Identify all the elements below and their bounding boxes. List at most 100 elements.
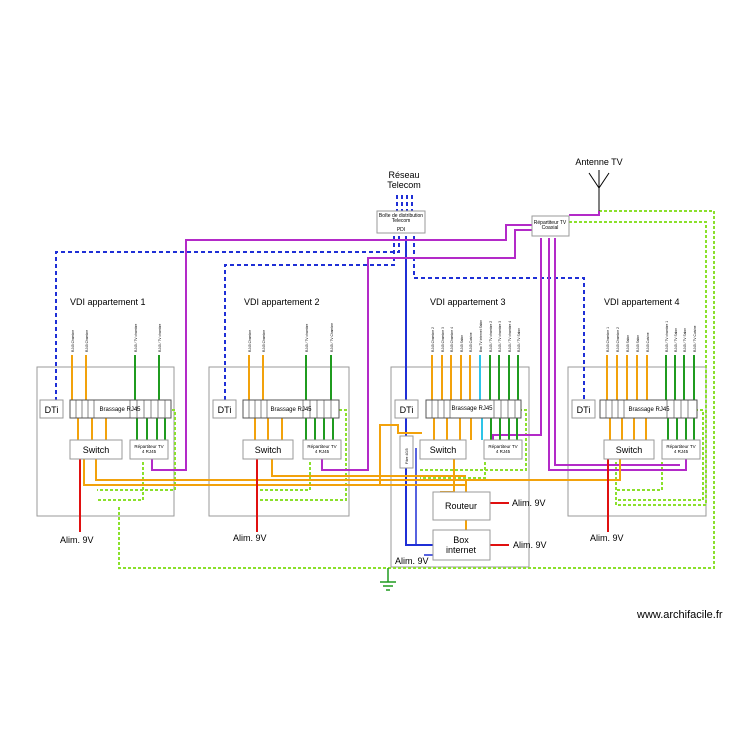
apt1-outlet-labels: RJ45 Chambre RJ45 Chambre RJ45 / TV cham… — [71, 323, 162, 352]
outlet-label: RJ45 / TV chambre — [134, 323, 138, 352]
apt4-tv-line2: 4 RJ45 — [674, 449, 689, 454]
apt1-switch-label: Switch — [83, 445, 110, 455]
apt2-title: VDI appartement 2 — [244, 297, 320, 307]
outlet-label: RJ45 Chambre — [262, 330, 266, 352]
outlet-label: RJ45 / TV chambre 2 — [489, 321, 493, 352]
internet-box — [432, 529, 491, 561]
apt4-tv-splitter — [661, 439, 701, 460]
outlet-label: Box TV internet Salon — [479, 320, 483, 352]
telecom-line-apt3 — [405, 236, 434, 546]
apt4-outlet-labels: RJ45 Chambre 1 RJ45 Chambre 2 RJ45 Salon… — [606, 321, 697, 352]
outlet-label: RJ45 Salon — [636, 335, 640, 352]
apt2-tv-line1: Répartiteur TV — [307, 444, 336, 449]
apt2-switch — [242, 439, 294, 460]
distribution-box-tag: PDI — [397, 227, 405, 233]
apt4-dti — [571, 399, 596, 419]
outlet-label: RJ45 / TV Chambre — [330, 323, 334, 352]
apt4-patch-label: Brassage RJ45 — [628, 407, 670, 413]
apt4-switch-label: Switch — [616, 445, 643, 455]
apt2-dti — [212, 399, 237, 419]
apt2-tv-line2: 4 RJ45 — [315, 449, 330, 454]
ethernet-wiring — [71, 355, 648, 530]
outlet-label: RJ45 / TV Salon — [683, 328, 687, 352]
apt1-switch — [69, 439, 123, 460]
outlet-label: RJ45 Cuisine — [646, 332, 650, 352]
outlet-label: RJ45 Chambre 1 — [606, 327, 610, 352]
apt4-tv-line1: Répartiteur TV — [666, 444, 695, 449]
outlet-label: RJ45 Chambre — [71, 330, 75, 352]
outlet-label: RJ45 / TV chambre — [305, 323, 309, 352]
apt4-switch — [603, 439, 655, 460]
router-alim: Alim. 9V — [512, 498, 546, 508]
apt1-alim: Alim. 9V — [60, 535, 94, 545]
tv-rj45-wiring — [134, 355, 695, 440]
apt1-dti — [39, 399, 64, 419]
outlet-label: RJ45 Salon — [460, 335, 464, 352]
outlet-label: RJ45 / TV Cuisine — [693, 325, 697, 352]
outlet-label: RJ45 / TV chambre — [158, 323, 162, 352]
apt3-fibre-box — [399, 435, 414, 469]
network-title-line1: Réseau — [388, 170, 419, 180]
coax-splitter-line1: Répartiteur TV — [534, 220, 567, 226]
earth-icon — [380, 568, 396, 591]
outlet-label: RJ45 Chambre — [248, 330, 252, 352]
antenna-label: Antenne TV — [575, 157, 622, 167]
apt3-outlet-labels: RJ45 Chambre 2 RJ45 Chambre 3 RJ45 Chamb… — [431, 320, 521, 352]
outlet-label: RJ45 Salon — [626, 335, 630, 352]
apt2-switch-label: Switch — [255, 445, 282, 455]
apt1-tv-line2: 4 RJ45 — [142, 449, 157, 454]
apt4-dti-label: DTi — [577, 405, 591, 415]
apt1-tv-splitter — [129, 439, 169, 460]
outlet-label: RJ45 Chambre 2 — [431, 327, 435, 352]
outlet-label: RJ45 Chambre 4 — [450, 327, 454, 352]
apt3-dti-label: DTi — [400, 405, 414, 415]
apt3-switch — [419, 439, 467, 460]
outlet-label: RJ45 / TV chambre 4 — [508, 321, 512, 352]
apt3-dti — [394, 399, 419, 419]
outlet-label: RJ45 / TV chambre 1 — [665, 321, 669, 352]
outlet-label: RJ45 / TV chambre 3 — [498, 321, 502, 352]
apt2-patch-panel — [242, 399, 340, 419]
apt4-alim: Alim. 9V — [590, 533, 624, 543]
router-box — [432, 491, 491, 521]
router-label: Routeur — [445, 501, 477, 511]
apartment-1-frame — [36, 366, 175, 517]
apartment-2-frame — [208, 366, 350, 517]
apt3-tv-line2: 4 RJ45 — [496, 449, 511, 454]
apt3-fibre-label: Fibre 4G/5 — [405, 448, 409, 464]
apt1-tv-line1: Répartiteur TV — [134, 444, 163, 449]
coax-splitter — [531, 215, 570, 237]
antenna-icon — [588, 170, 610, 211]
apt4-patch-panel — [599, 399, 698, 419]
outlet-label: RJ45 Chambre 2 — [616, 327, 620, 352]
apt2-tv-splitter — [302, 439, 342, 460]
internet-box-line1: Box — [453, 535, 469, 545]
apt3-patch-label: Brassage RJ45 — [451, 406, 493, 412]
distribution-box — [376, 210, 426, 234]
apt3-patch-panel — [425, 399, 522, 419]
apt1-dti-label: DTi — [45, 405, 59, 415]
network-title-line2: Telecom — [387, 180, 421, 190]
apt3-tv-splitter — [483, 439, 523, 460]
apt1-patch-label: Brassage RJ45 — [99, 407, 141, 413]
outlet-label: RJ45 Chambre — [85, 330, 89, 352]
apt3-alim: Alim. 9V — [395, 556, 429, 566]
outlet-label: RJ45 / TV Salon — [517, 328, 521, 352]
watermark: www.archifacile.fr — [636, 609, 723, 621]
apt2-patch-label: Brassage RJ45 — [270, 407, 312, 413]
outlet-label: RJ45 Cuisine — [469, 332, 473, 352]
apt4-title: VDI appartement 4 — [604, 297, 680, 307]
apt2-outlet-labels: RJ45 Chambre RJ45 Chambre RJ45 / TV cham… — [248, 323, 334, 352]
coax-splitter-line2: Coaxial — [542, 225, 559, 231]
apt3-title: VDI appartement 3 — [430, 297, 506, 307]
apt2-alim: Alim. 9V — [233, 533, 267, 543]
earth-wiring — [97, 210, 715, 569]
apt2-dti-label: DTi — [218, 405, 232, 415]
distribution-box-line2: Telecom — [392, 218, 411, 224]
apt1-title: VDI appartement 1 — [70, 297, 146, 307]
distribution-box-line1: Boîte de distribution — [379, 213, 423, 219]
apt3-tv-line1: Répartiteur TV — [488, 444, 517, 449]
apt3-switch-label: Switch — [430, 445, 457, 455]
antenna-cable — [569, 211, 600, 216]
